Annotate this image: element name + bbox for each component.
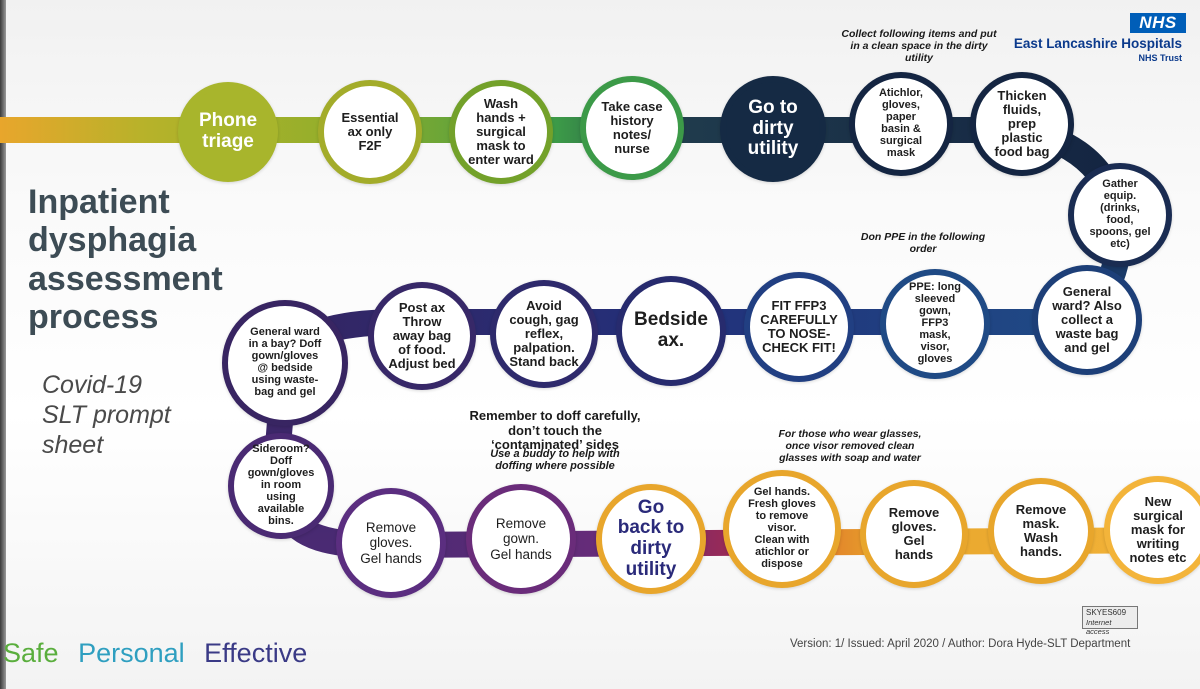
trust-name: East Lancashire Hospitals <box>1013 36 1182 51</box>
note-buddy: Use a buddy to help with doffing where p… <box>490 448 620 473</box>
step-gel-hands-visor: Gel hands. Fresh gloves to remove visor.… <box>723 470 841 588</box>
step-remove-gown: Remove gown. Gel hands <box>466 484 576 594</box>
step-go-to-dirty-utility: Go to dirty utility <box>720 76 826 182</box>
screen-edge <box>0 0 6 689</box>
step-go-back-dirty-utility: Go back to dirty utility <box>596 484 706 594</box>
step-post-ax: Post ax Throw away bag of food. Adjust b… <box>368 282 476 390</box>
step-remove-mask: Remove mask. Wash hands. <box>988 478 1094 584</box>
step-sideroom: Sideroom? Doff gown/gloves in room using… <box>228 433 334 539</box>
step-avoid-cough: Avoid cough, gag reflex, palpation. Stan… <box>490 280 598 388</box>
step-ppe-list: PPE: long sleeved gown, FFP3 mask, visor… <box>880 269 990 379</box>
footer-version: Version: 1/ Issued: April 2020 / Author:… <box>790 638 1131 650</box>
step-remove-gloves: Remove gloves. Gel hands <box>860 480 968 588</box>
trust-subtitle: NHS Trust <box>1138 53 1182 63</box>
step-wash-hands: Wash hands + surgical mask to enter ward <box>449 80 553 184</box>
step-general-ward-waste: General ward? Also collect a waste bag a… <box>1032 265 1142 375</box>
note-collect-items: Collect following items and put in a cle… <box>841 28 997 64</box>
step-new-surgical-mask: New surgical mask for writing notes etc <box>1104 476 1200 584</box>
step-remove-gloves-gel: Remove gloves. Gel hands <box>336 488 446 598</box>
step-fit-ffp3: FIT FFP3 CAREFULLY TO NOSE- CHECK FIT! <box>744 272 854 382</box>
step-atichlor-items: Atichlor, gloves, paper basin & surgical… <box>849 72 953 176</box>
value-effective: Effective <box>204 638 308 668</box>
note-doff-carefully: Remember to doff carefully, don’t touch … <box>469 408 641 453</box>
values-strapline: Safe Personal Effective <box>3 638 319 669</box>
step-take-case-history: Take case history notes/ nurse <box>580 76 684 180</box>
step-phone-triage: Phone triage <box>178 82 278 182</box>
value-personal: Personal <box>78 638 185 668</box>
step-essential-ax: Essential ax only F2F <box>318 80 422 184</box>
note-don-ppe: Don PPE in the following order <box>860 231 986 255</box>
step-general-ward-bay: General ward in a bay? Doff gown/gloves … <box>222 300 348 426</box>
step-thicken-fluids: Thicken fluids, prep plastic food bag <box>970 72 1074 176</box>
nhs-logo: NHS <box>1130 13 1186 33</box>
asset-sticker: SKYES609 Internet access <box>1082 606 1138 636</box>
page-subtitle: Covid-19 SLT prompt sheet <box>42 371 171 459</box>
step-gather-equip: Gather equip. (drinks, food, spoons, gel… <box>1068 163 1172 267</box>
step-bedside-ax: Bedside ax. <box>616 276 726 386</box>
page-title: Inpatient dysphagia assessment process <box>28 183 223 337</box>
value-safe: Safe <box>3 638 59 668</box>
note-glasses: For those who wear glasses, once visor r… <box>778 428 922 464</box>
